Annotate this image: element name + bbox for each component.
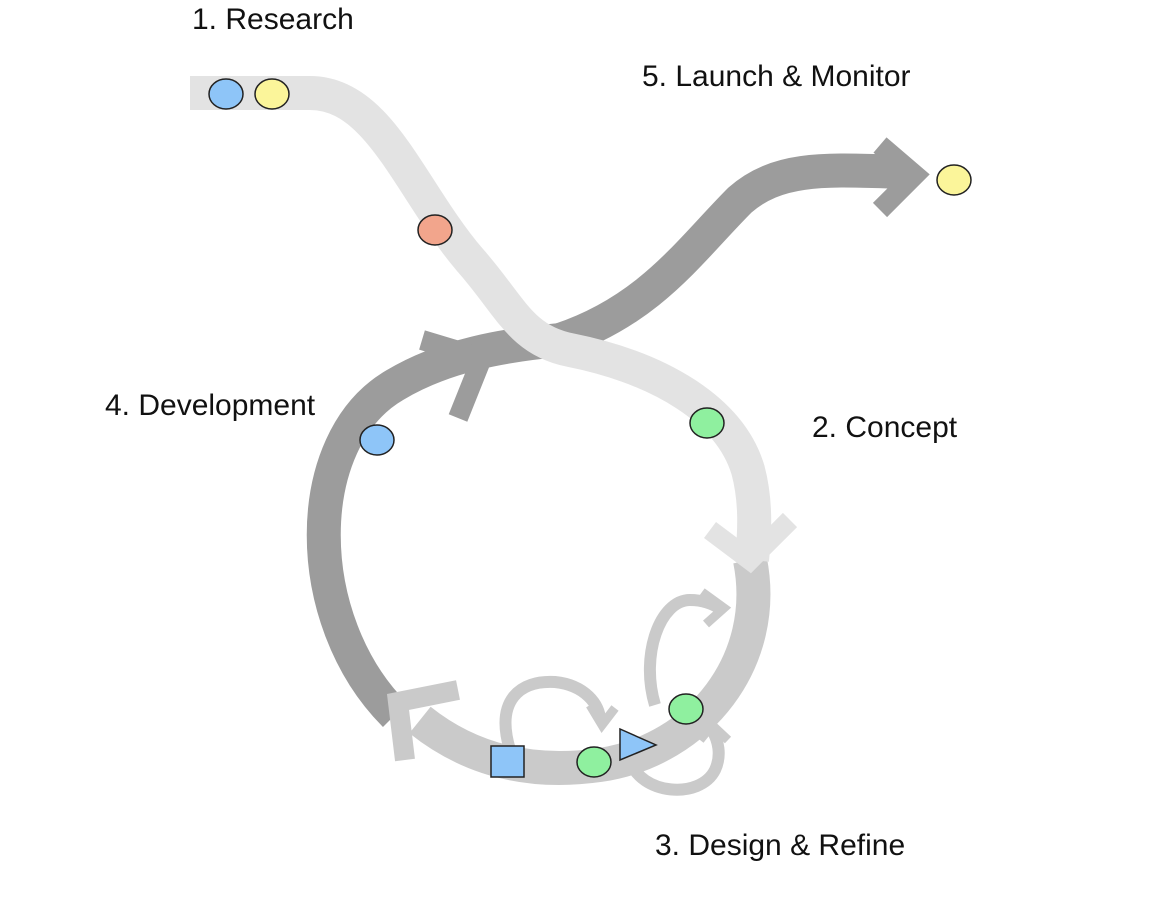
design-loop-left bbox=[499, 675, 606, 752]
concept-token-green bbox=[689, 407, 725, 439]
design-token-triangle bbox=[619, 727, 658, 762]
design-token-square bbox=[490, 745, 525, 778]
launch-token-yellow bbox=[936, 164, 972, 196]
development-track bbox=[306, 323, 562, 728]
research-token-blue bbox=[208, 78, 244, 110]
design-token-green-lower bbox=[576, 746, 612, 778]
launch-track bbox=[554, 153, 906, 357]
development-token-blue bbox=[359, 424, 395, 456]
design-loop-right-upper-arrowhead bbox=[699, 588, 732, 628]
design-token-green-upper bbox=[668, 693, 704, 725]
stage-label-research: 1. Research bbox=[192, 3, 354, 36]
stage-label-launch: 5. Launch & Monitor bbox=[642, 60, 911, 93]
launch-arrowhead bbox=[872, 137, 930, 218]
design-arrowhead bbox=[386, 680, 460, 762]
stage-label-development: 4. Development bbox=[105, 389, 316, 422]
research-concept-track bbox=[190, 76, 772, 562]
stage-label-design: 3. Design & Refine bbox=[655, 829, 906, 862]
design-loop-right-lower bbox=[624, 726, 725, 796]
concept-arrowhead bbox=[704, 512, 798, 574]
design-loop-left-arrowhead bbox=[586, 702, 619, 733]
research-token-yellow bbox=[254, 78, 290, 110]
stage-label-concept: 2. Concept bbox=[812, 411, 958, 444]
development-arrowhead bbox=[419, 330, 496, 422]
design-loop-right-lower-arrowhead bbox=[696, 718, 732, 744]
research-token-salmon bbox=[417, 214, 453, 246]
